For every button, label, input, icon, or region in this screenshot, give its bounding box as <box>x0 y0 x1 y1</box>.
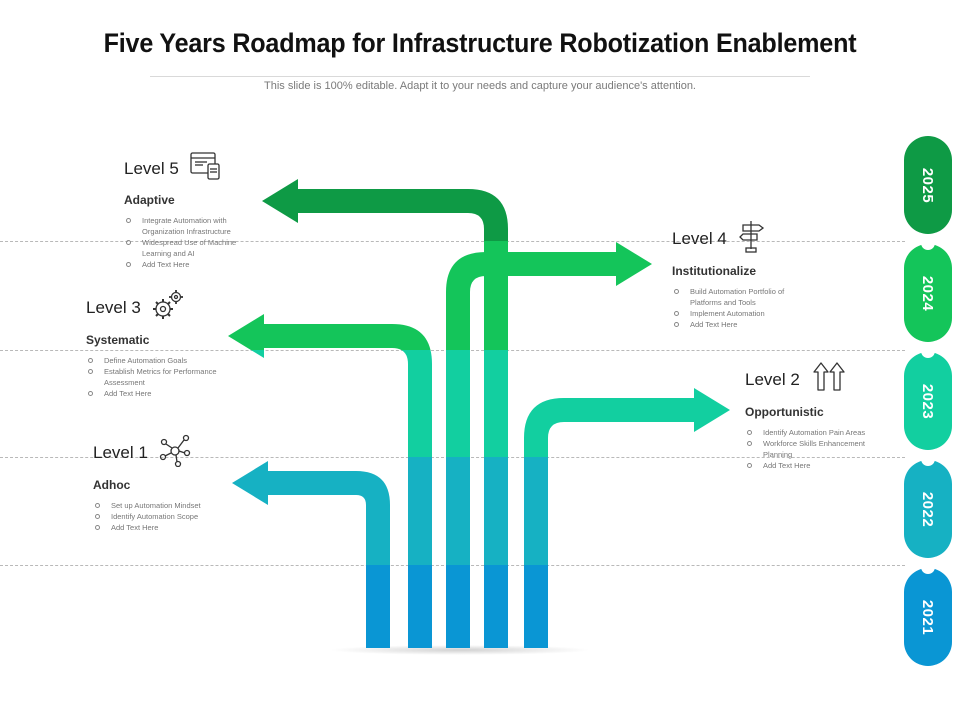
list-item: Workforce Skills Enhancement Planning <box>745 438 885 460</box>
list-item: Identify Automation Scope <box>93 511 223 522</box>
level-4-arrow <box>446 565 470 648</box>
title-divider <box>150 76 810 77</box>
level-1-arrow <box>366 565 390 648</box>
gears-icon <box>151 288 185 327</box>
list-item: Widespread Use of Machine Learning and A… <box>124 237 264 259</box>
level-4-arrow <box>446 242 652 350</box>
list-item: Identify Automation Pain Areas <box>745 427 885 438</box>
level-1-block: Level 1 Adhoc Set up Automation Mindset … <box>93 433 223 533</box>
up-arrows-icon <box>810 360 848 399</box>
slide-subtitle: This slide is 100% editable. Adapt it to… <box>264 80 696 92</box>
level-3-arrow <box>250 350 432 457</box>
year-pill-2022: 2022 <box>904 460 952 558</box>
level-4-bullets: Build Automation Portfolio of Platforms … <box>672 286 812 330</box>
level-4-block: Level 4 Institutionalize Build Automatio… <box>672 219 812 330</box>
level-5-block: Level 5 Adaptive Integrate Automation wi… <box>124 150 264 270</box>
browser-window-icon <box>189 150 221 187</box>
level-2-arrow <box>524 565 548 648</box>
list-item: Set up Automation Mindset <box>93 500 223 511</box>
level-3-block: Level 3 Systematic Define <box>86 288 226 399</box>
level-5-arrow <box>484 350 508 457</box>
level-4-title: Level 4 <box>672 228 727 248</box>
signpost-icon <box>737 219 767 258</box>
list-item: Establish Metrics for Performance Assess… <box>86 366 226 388</box>
level-5-bullets: Integrate Automation with Organization I… <box>124 215 264 270</box>
network-nodes-icon <box>158 433 192 472</box>
level-4-arrow <box>446 457 470 565</box>
level-4-arrow <box>446 350 470 457</box>
list-item: Define Automation Goals <box>86 355 226 366</box>
level-1-bullets: Set up Automation Mindset Identify Autom… <box>93 500 223 533</box>
timeline-connector <box>921 344 935 358</box>
year-pill-2023: 2023 <box>904 352 952 450</box>
level-3-subtitle: Systematic <box>86 333 150 347</box>
level-1-arrow <box>232 461 390 565</box>
level-3-bullets: Define Automation Goals Establish Metric… <box>86 355 226 399</box>
year-label: 2025 <box>919 167 937 203</box>
year-pill-2024: 2024 <box>904 244 952 342</box>
list-item: Add Text Here <box>124 259 264 270</box>
level-4-subtitle: Institutionalize <box>672 264 756 278</box>
level-2-block: Level 2 Opportunistic Identify Automatio… <box>745 360 885 471</box>
level-5-arrow <box>484 457 508 565</box>
level-3-arrow <box>408 457 432 565</box>
level-1-title: Level 1 <box>93 442 148 462</box>
list-item: Add Text Here <box>745 460 885 471</box>
level-2-arrow <box>524 457 548 565</box>
level-2-title: Level 2 <box>745 369 800 389</box>
slide-title: Five Years Roadmap for Infrastructure Ro… <box>103 28 857 58</box>
year-label: 2024 <box>919 275 937 311</box>
timeline-connector <box>921 560 935 574</box>
list-item: Implement Automation <box>672 308 812 319</box>
level-5-arrow <box>484 565 508 648</box>
level-5-subtitle: Adaptive <box>124 193 175 207</box>
level-5-arrow <box>262 179 508 241</box>
level-2-bullets: Identify Automation Pain Areas Workforce… <box>745 427 885 471</box>
level-2-subtitle: Opportunistic <box>745 405 824 419</box>
list-item: Add Text Here <box>672 319 812 330</box>
level-1-subtitle: Adhoc <box>93 478 131 492</box>
level-3-arrow <box>228 314 431 350</box>
list-item: Add Text Here <box>93 522 223 533</box>
level-2-arrow <box>524 388 730 457</box>
level-3-arrow <box>408 565 432 648</box>
list-item: Integrate Automation with Organization I… <box>124 215 264 237</box>
year-pill-2021: 2021 <box>904 568 952 666</box>
band-divider <box>0 241 905 242</box>
level-3-title: Level 3 <box>86 297 141 317</box>
timeline-connector <box>921 236 935 250</box>
year-label: 2023 <box>919 383 937 419</box>
year-pill-2025: 2025 <box>904 136 952 234</box>
year-label: 2021 <box>919 599 937 635</box>
level-5-title: Level 5 <box>124 158 179 178</box>
level-4-arrow <box>446 242 652 648</box>
list-item: Build Automation Portfolio of Platforms … <box>672 286 812 308</box>
timeline-connector <box>921 452 935 466</box>
year-label: 2022 <box>919 491 937 527</box>
list-item: Add Text Here <box>86 388 226 399</box>
